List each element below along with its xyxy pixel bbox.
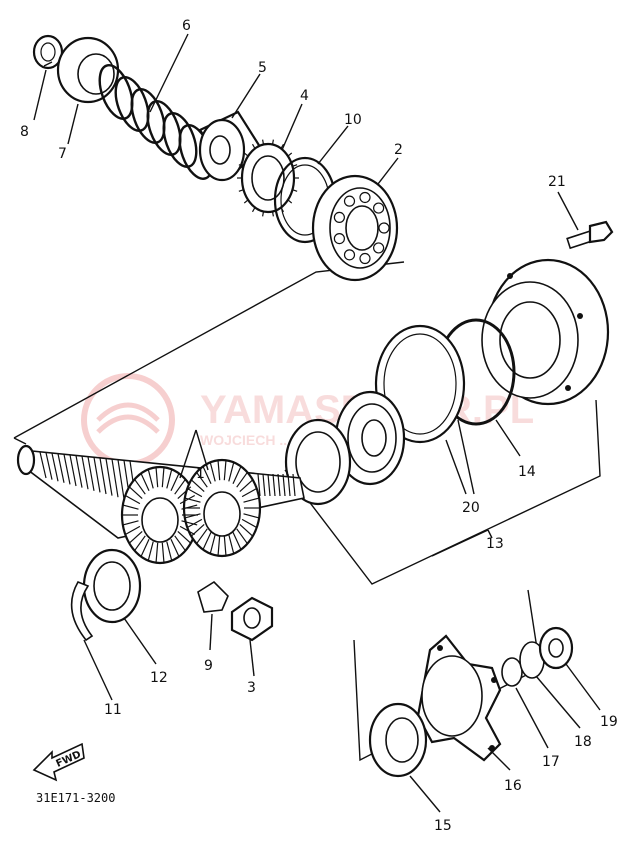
part-17-washer	[501, 657, 523, 687]
callout-2: 2	[394, 142, 403, 158]
callout-14: 14	[518, 464, 536, 480]
callout-15: 15	[434, 818, 452, 834]
callout-4: 4	[300, 88, 309, 104]
splined-ring	[284, 418, 352, 506]
part-12-bearing	[82, 548, 142, 624]
diagram-code: 31E171-3200	[36, 791, 115, 805]
part-9-lock-washer	[197, 580, 229, 613]
part-16-flange	[416, 634, 502, 762]
part-2-bearing	[311, 174, 399, 282]
callout-5: 5	[258, 60, 267, 76]
bevel-gears	[120, 458, 262, 565]
part-21-bolt	[566, 220, 614, 250]
callout-18: 18	[574, 734, 592, 750]
callout-8: 8	[20, 124, 29, 140]
part-7-spring-seat	[56, 36, 120, 104]
callout-20: 20	[462, 500, 480, 516]
callout-6: 6	[182, 18, 191, 34]
callout-13: 13	[486, 536, 504, 552]
callout-labels: 1 2 3 4 5 6 7 8 9 10 11 12 13 14 15 16 1…	[20, 18, 618, 834]
part-15-seal	[368, 702, 428, 778]
callout-16: 16	[504, 778, 522, 794]
callout-3: 3	[247, 680, 256, 696]
callout-17: 17	[542, 754, 560, 770]
bearing-housing	[481, 258, 610, 406]
fwd-arrow-icon: FWD	[32, 742, 85, 782]
callout-10: 10	[344, 112, 362, 128]
part-8-circlip	[32, 34, 64, 70]
part-19-nut	[538, 626, 574, 670]
part-3-nut	[230, 596, 274, 642]
callout-9: 9	[204, 658, 213, 674]
part-6-spring	[98, 64, 214, 180]
callout-19: 19	[600, 714, 618, 730]
part-11-circlip	[70, 580, 94, 642]
bearing-group-outline	[284, 399, 601, 585]
callout-11: 11	[104, 702, 122, 718]
watermark-logo-icon	[81, 373, 175, 467]
callout-1: 1	[196, 466, 205, 482]
leader-lines	[33, 33, 601, 813]
callout-21: 21	[548, 174, 566, 190]
callout-7: 7	[58, 146, 67, 162]
callout-12: 12	[150, 670, 168, 686]
lower-bearing	[334, 390, 406, 486]
